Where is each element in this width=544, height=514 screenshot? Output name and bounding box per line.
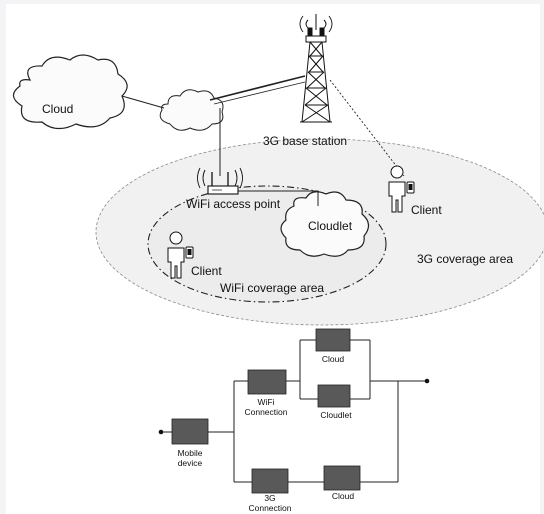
client-right-label: Client <box>411 203 442 217</box>
cloud-icon <box>12 54 128 130</box>
cloud-block <box>315 328 351 352</box>
cloud-label: Cloud <box>42 102 73 116</box>
3g-connection-block <box>251 468 289 494</box>
block-diagram-wires <box>162 339 426 483</box>
person-icon <box>388 165 406 213</box>
cloud-block <box>323 465 361 491</box>
mobile-device-label-1: Mobile <box>177 448 202 458</box>
phone-icon <box>406 181 415 194</box>
cloud-bottom-block-label: Cloud <box>332 491 354 501</box>
wifi-connection-block <box>247 369 287 395</box>
3g-coverage-label: 3G coverage area <box>417 252 513 266</box>
output-terminal <box>424 378 430 384</box>
cloud-icon <box>280 191 370 257</box>
cloud-icon <box>159 89 224 131</box>
network-links <box>121 75 405 206</box>
cloudlet-block <box>317 384 351 408</box>
person-icon <box>167 231 185 279</box>
client-left-label: Client <box>191 264 222 278</box>
wifi-connection-label-1: WiFi <box>258 397 275 407</box>
3g-connection-label-1: 3G <box>264 493 275 503</box>
base-station-label: 3G base station <box>263 134 347 148</box>
input-terminal <box>158 429 164 435</box>
3g-connection-label-2: Connection <box>248 503 291 513</box>
wifi-coverage-label: WiFi coverage area <box>220 281 324 295</box>
mobile-device-label-2: device <box>178 458 203 468</box>
wifi-access-point-label: WiFi access point <box>186 197 281 211</box>
router-icon <box>197 167 243 195</box>
phone-icon <box>185 246 194 259</box>
cloudlet-block-label: Cloudlet <box>320 410 352 420</box>
tower-icon <box>299 14 333 123</box>
wifi-connection-label-2: Connection <box>244 407 287 417</box>
cloudlet-label: Cloudlet <box>308 219 353 233</box>
mobile-device-block <box>171 418 209 445</box>
cloud-block-label: Cloud <box>322 354 344 364</box>
